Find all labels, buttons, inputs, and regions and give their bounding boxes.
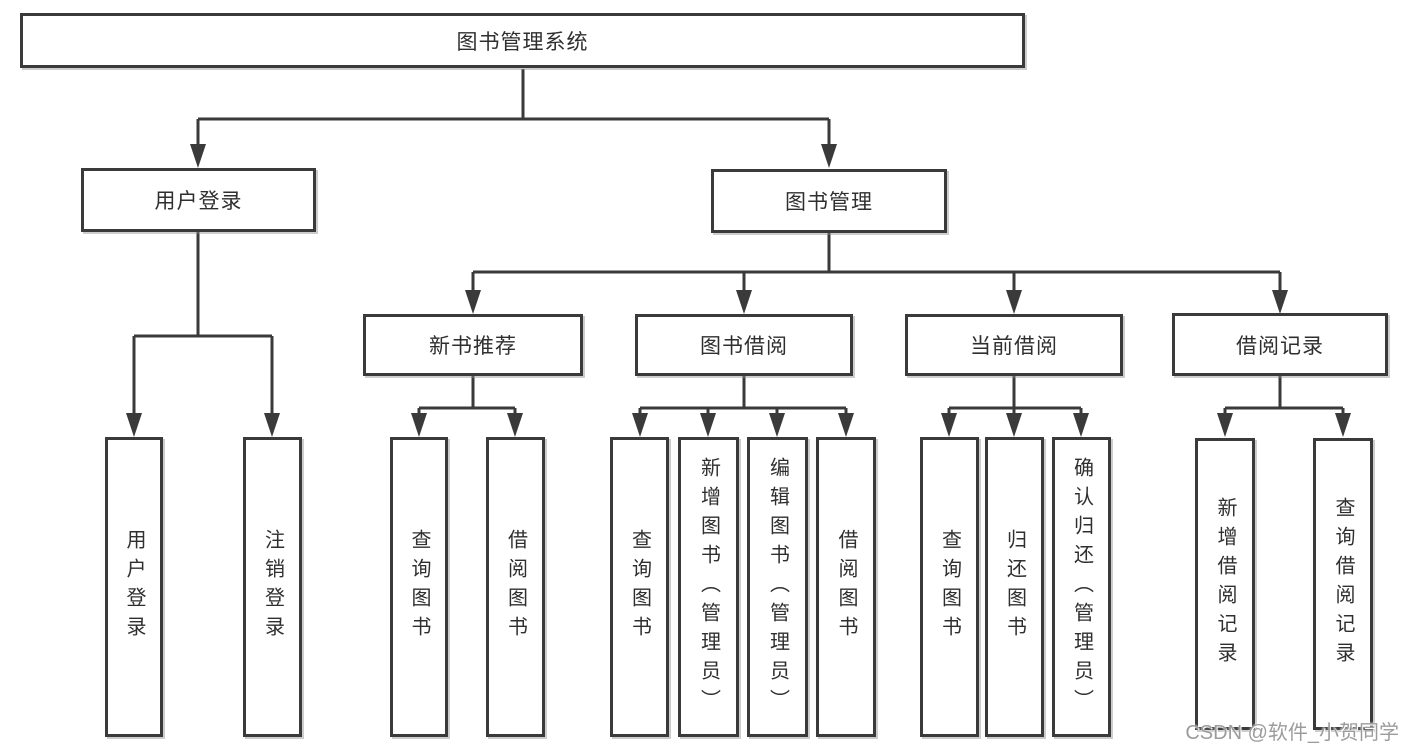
node-book-borrow: 图书借阅 xyxy=(635,314,853,376)
node-book-borrow-label: 图书借阅 xyxy=(700,335,788,358)
leaf-bb-borrow-books-label: 借阅图书 xyxy=(835,529,857,645)
node-borrow-records: 借阅记录 xyxy=(1172,313,1388,376)
node-user-login-label: 用户登录 xyxy=(154,190,243,213)
node-user-login: 用户登录 xyxy=(81,168,316,232)
leaf-br-add-record: 新增借阅记录 xyxy=(1195,438,1255,730)
node-current-borrow: 当前借阅 xyxy=(905,314,1123,376)
leaf-user-login: 用户登录 xyxy=(105,437,163,737)
leaf-cb-confirm-return-admin-label: 确认归还（管理员） xyxy=(1070,456,1093,718)
leaf-bb-query-books: 查询图书 xyxy=(610,437,669,737)
leaf-br-query-record-label: 查询借阅记录 xyxy=(1332,497,1354,671)
leaf-bb-borrow-books: 借阅图书 xyxy=(816,437,876,737)
leaf-nb-borrow-books: 借阅图书 xyxy=(486,437,545,737)
leaf-bb-query-books-label: 查询图书 xyxy=(628,529,651,645)
leaf-nb-borrow-books-label: 借阅图书 xyxy=(504,529,527,645)
leaf-br-query-record: 查询借阅记录 xyxy=(1313,438,1373,730)
leaf-cb-return-books-label: 归还图书 xyxy=(1003,529,1026,645)
leaf-cb-query-books-label: 查询图书 xyxy=(938,529,961,645)
leaf-cb-return-books: 归还图书 xyxy=(985,437,1044,737)
node-borrow-records-label: 借阅记录 xyxy=(1236,334,1324,358)
leaf-cb-confirm-return-admin: 确认归还（管理员） xyxy=(1052,437,1111,737)
node-book-management: 图书管理 xyxy=(711,169,947,233)
leaf-bb-add-books-admin-label: 新增图书（管理员） xyxy=(697,456,720,718)
leaf-logout-label: 注销登录 xyxy=(261,529,284,645)
node-book-management-label: 图书管理 xyxy=(785,191,873,214)
leaf-cb-query-books: 查询图书 xyxy=(920,437,979,737)
node-root-label: 图书管理系统 xyxy=(456,30,589,54)
node-root: 图书管理系统 xyxy=(20,13,1025,68)
leaf-bb-edit-books-admin: 编辑图书（管理员） xyxy=(747,437,808,737)
leaf-bb-edit-books-admin-label: 编辑图书（管理员） xyxy=(766,456,789,718)
leaf-br-add-record-label: 新增借阅记录 xyxy=(1214,497,1236,671)
node-new-book-recommend-label: 新书推荐 xyxy=(429,335,517,358)
leaf-user-login-label: 用户登录 xyxy=(123,529,145,645)
leaf-nb-query-books: 查询图书 xyxy=(390,437,448,737)
node-new-book-recommend: 新书推荐 xyxy=(363,314,583,376)
leaf-logout: 注销登录 xyxy=(243,437,302,737)
node-current-borrow-label: 当前借阅 xyxy=(970,335,1058,358)
leaf-bb-add-books-admin: 新增图书（管理员） xyxy=(678,437,739,737)
leaf-nb-query-books-label: 查询图书 xyxy=(408,529,430,645)
